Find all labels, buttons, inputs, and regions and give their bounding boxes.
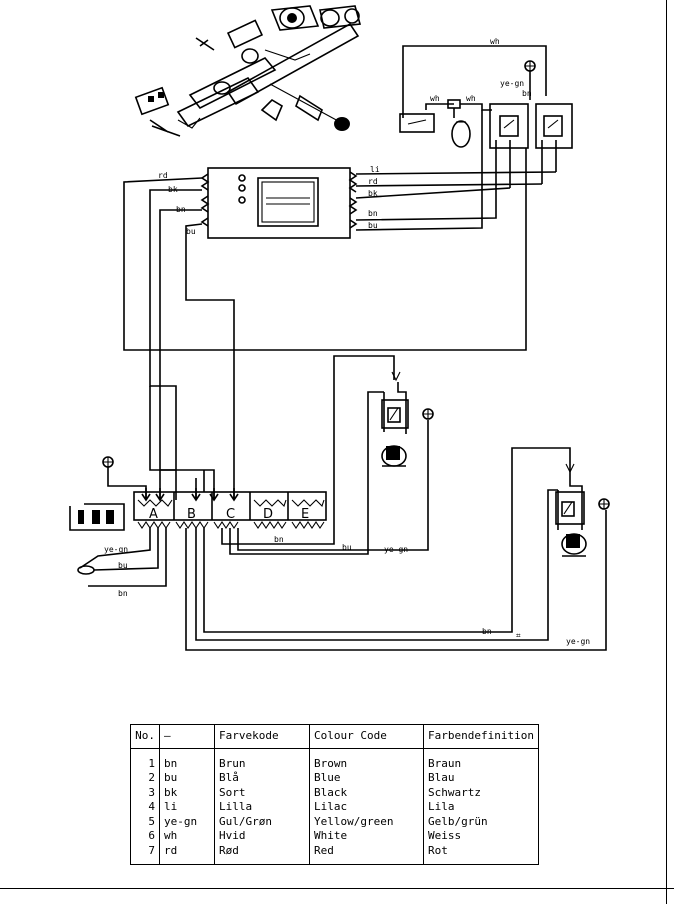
terminal-block: A B C D E [133,491,327,529]
wire-label-bn-top: bn [522,89,532,98]
wire-label-bu-a: bu [118,561,128,570]
legend-row: 7 rd Rød Red Rot [130,843,539,865]
legend-english: Yellow/green [309,814,424,829]
wire-label-yegn-a: ye-gn [104,545,128,554]
legend-header-english: Colour Code [309,724,424,749]
legend-row: 6 wh Hvid White Weiss [130,829,539,844]
legend-english: Brown [309,748,424,771]
wire-label-bn-c: bn [274,535,284,544]
legend-row: 5 ye-gn Gul/Grøn Yellow/green Gelb/grün [130,814,539,829]
wire-label-yegn-top: ye-gn [500,79,524,88]
legend-code: bn [159,748,215,771]
legend-german: Weiss [428,829,462,842]
wire-label-li-right: li [370,165,380,174]
legend-german: Rot [428,843,448,857]
wire-label-bu-c: bu [342,543,352,552]
legend-no: 3 [130,785,160,800]
wire-label-bu-left: bu [186,227,196,236]
thermostat-section: wh wh wh ye-gn bn [399,37,573,188]
wire-label-rd-left: rd [158,171,168,180]
legend-code: bu [159,771,215,786]
wire-label-bu-right: bu [368,221,378,230]
earth-left [102,456,147,500]
terminal-d-label: D [263,507,273,522]
control-panel: rd bk bn bu li rd bk bn bu [158,110,557,239]
legend-danish: Hvid [214,829,310,844]
legend-no: 5 [130,814,160,829]
legend-code: li [159,800,215,815]
legend-danish: Rød [214,843,310,865]
legend-danish: Brun [214,748,310,771]
legend-english: Blue [309,771,424,786]
terminal-c-label: C [226,507,235,522]
legend-header-no: No. [130,724,160,749]
legend-code: ye-gn [159,814,215,829]
compressor-unit-1 [381,371,434,467]
legend-code: rd [159,843,215,865]
legend-german: Blau [428,771,455,784]
legend-row: 3 bk Sort Black Schwartz [130,785,539,800]
legend-english: Lilac [309,800,424,815]
legend-danish: Sort [214,785,310,800]
legend-german: Braun [428,756,462,770]
legend-german: Gelb/grün [428,814,488,828]
legend-english: Red [309,843,424,865]
wire-label-bn-right: bn [368,209,378,218]
wire-label-bk-right: bk [368,189,378,198]
legend-header-danish: Farvekode [214,724,310,749]
legend-no: 2 [130,771,160,786]
legend-row: 4 li Lilla Lilac Lila [130,800,539,815]
legend-german: Schwartz [428,785,481,799]
lower-wires: ye-gn bu bn bn bu ye-gn bn ye-gn ⌗ [77,355,607,651]
wire-label-yegn-b: ye-gn [566,637,590,646]
legend-no: 7 [130,843,160,865]
wire-label-bn-a: bn [118,589,128,598]
panel-wires [123,148,527,502]
legend-header-german: Farbendefinition [423,724,539,749]
wire-label-rd-right: rd [368,177,378,186]
right-rule [666,0,667,904]
legend-row: 2 bu Blå Blue Blau [130,771,539,786]
legend-english: Black [309,785,424,800]
terminal-a-label: A [149,507,158,522]
legend-danish: Lilla [214,800,310,815]
svg-text:⌗: ⌗ [516,631,521,640]
terminal-b-label: B [187,507,196,522]
plug-socket [69,503,125,531]
legend-code: bk [159,785,215,800]
wire-label-yegn-c: ye-gn [384,545,408,554]
legend-no: 1 [130,748,160,771]
legend-danish: Gul/Grøn [214,814,310,829]
legend-english: White [309,829,424,844]
terminal-e-label: E [301,507,309,522]
legend-header-row: No. — Farvekode Colour Code Farbendefini… [130,724,539,749]
legend-danish: Blå [214,771,310,786]
wire-label-wh-right: wh [466,94,476,103]
wire-label-bn-b: bn [482,627,492,636]
compressor-unit-2 [555,463,610,557]
legend-no: 6 [130,829,160,844]
legend-code: wh [159,829,215,844]
colour-code-legend: No. — Farvekode Colour Code Farbendefini… [130,724,539,865]
legend-german: Lila [428,800,455,813]
bottom-rule [0,888,674,889]
legend-row: 1 bn Brun Brown Braun [130,748,539,771]
legend-no: 4 [130,800,160,815]
assembly-sketch [134,5,362,137]
wire-label-wh-top: wh [490,37,500,46]
legend-header-code: — [159,724,215,749]
wire-label-wh-left: wh [430,94,440,103]
